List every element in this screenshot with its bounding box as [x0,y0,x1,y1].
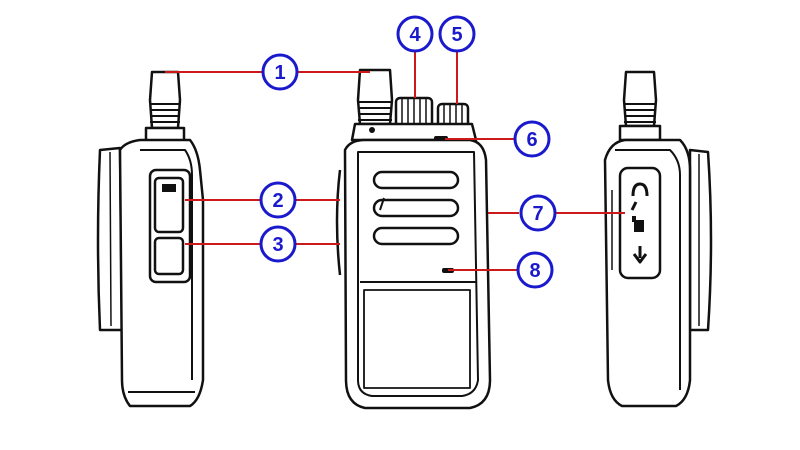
right-side-view [603,70,713,408]
callout-4: 4 [396,15,434,53]
callout-2-label: 2 [272,190,283,212]
front-antenna [356,68,394,126]
callout-5-label: 5 [451,24,462,46]
speaker-slot-3 [372,226,460,246]
right-belt-clip [688,148,713,332]
callout-8-label: 8 [529,260,540,282]
callout-2: 2 [259,181,297,219]
front-view [335,68,492,410]
callout-3-label: 3 [272,234,283,256]
arrow-down-icon [632,246,648,264]
callouts: 1 2 3 4 5 6 7 8 [259,15,557,289]
right-antenna [622,70,658,128]
callout-6: 6 [513,120,551,158]
callout-7: 7 [519,194,557,232]
left-side-view [96,70,205,408]
callout-1: 1 [261,53,299,91]
callout-7-label: 7 [532,203,543,225]
mic-jack-icon [634,220,644,232]
speaker-slot-2 [372,198,460,218]
callout-4-label: 4 [409,24,421,46]
callout-1-label: 1 [274,62,285,84]
callout-8: 8 [516,251,554,289]
leader-lines [165,52,625,271]
headphone-icon [631,182,649,197]
speaker-slot-1 [372,170,460,190]
callout-6-label: 6 [526,129,537,151]
left-antenna [148,70,182,130]
callout-5: 5 [438,15,476,53]
side-key [153,236,185,276]
callout-3: 3 [259,225,297,263]
